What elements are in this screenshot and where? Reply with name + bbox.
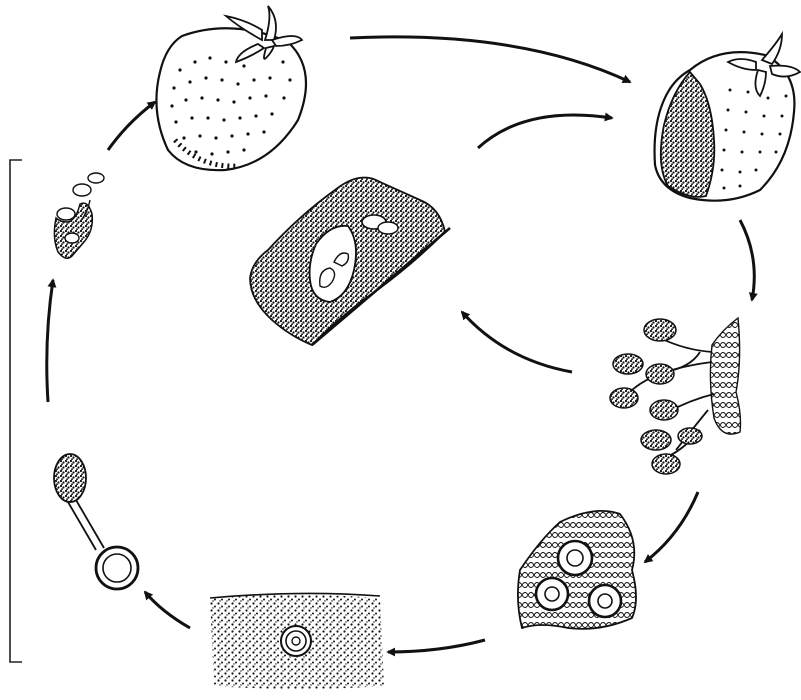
sclerotium-in-tissue (210, 593, 384, 689)
ascus-and-spores (54, 173, 104, 258)
infected-tissue-section (250, 178, 450, 346)
cycle-arrows (47, 37, 755, 652)
arrow-center-to-infected (478, 115, 612, 148)
arrow-infected-to-conidia (740, 220, 754, 300)
conidiophores (610, 318, 741, 474)
apothecium (54, 454, 138, 589)
infected-strawberry (655, 34, 800, 201)
arrow-apothecium-to-ascus (47, 280, 53, 402)
cycle-bracket (10, 160, 22, 662)
arrow-ascus-to-healthy (108, 102, 155, 150)
healthy-strawberry (156, 6, 306, 170)
arrow-sclerotia-to-tissue (388, 640, 485, 652)
arrow-tissue-to-apothecium (145, 592, 190, 628)
arrow-conidia-to-sclerotia (645, 492, 698, 562)
arrow-healthy-to-infected (350, 37, 630, 82)
arrow-conidia-to-center (462, 312, 572, 372)
sclerotia (518, 511, 636, 629)
